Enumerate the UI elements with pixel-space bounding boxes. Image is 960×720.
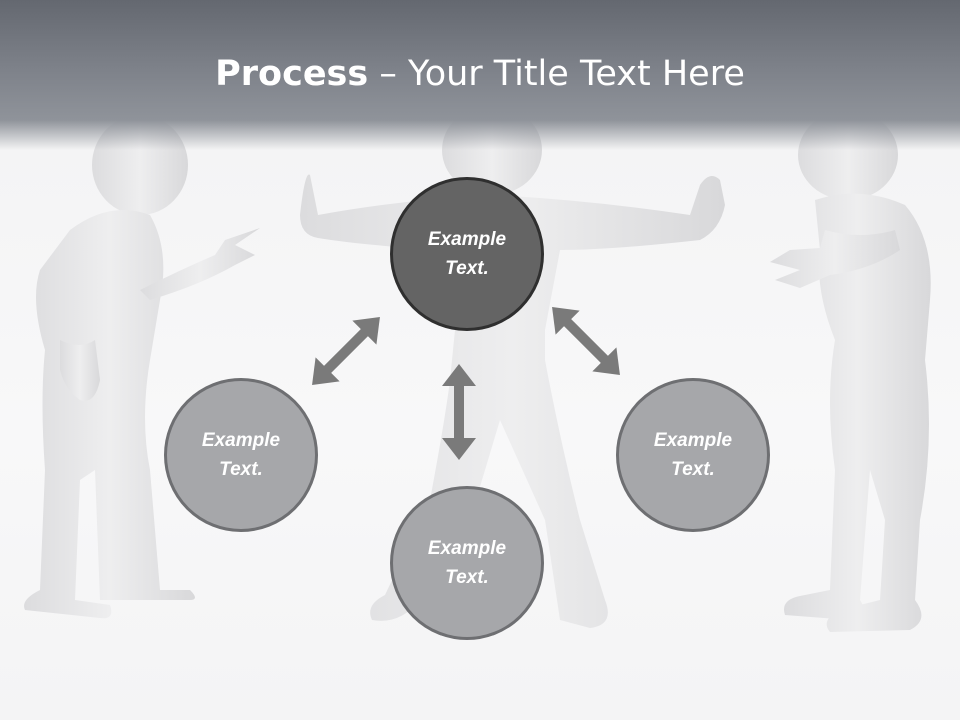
right-figure (770, 110, 931, 633)
node-right-label: Example Text. (653, 430, 733, 480)
title-bold: Process (215, 54, 369, 94)
node-center: Example Text. (390, 177, 544, 331)
page-title: Process – Your Title Text Here (0, 50, 960, 98)
node-left-label: Example Text. (201, 430, 281, 480)
title-bar: Process – Your Title Text Here (0, 0, 960, 150)
node-bottom-label: Example Text. (427, 538, 507, 588)
node-right: Example Text. (616, 378, 770, 532)
title-rest: – Your Title Text Here (368, 54, 745, 94)
node-bottom: Example Text. (390, 486, 544, 640)
node-left: Example Text. (164, 378, 318, 532)
left-figure (24, 115, 260, 619)
node-center-label: Example Text. (427, 229, 507, 279)
